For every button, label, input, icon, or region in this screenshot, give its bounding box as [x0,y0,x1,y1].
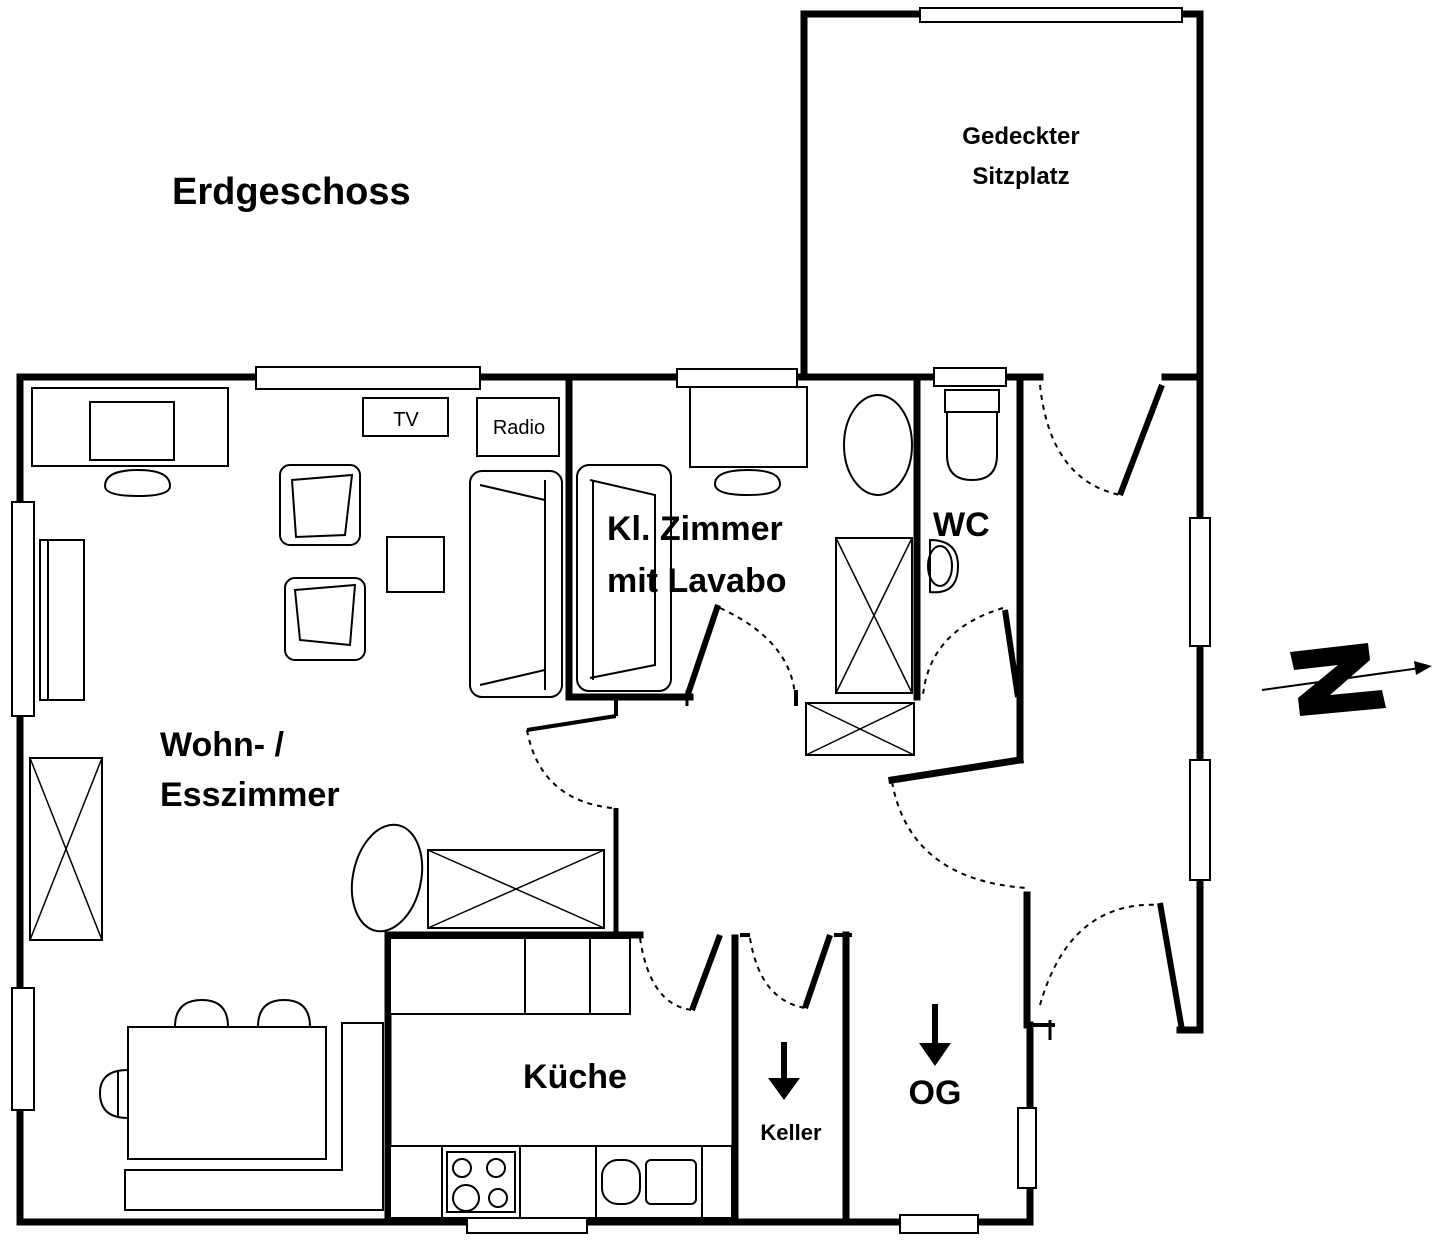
small-desk [689,386,808,468]
doors [526,383,1185,1031]
window-hall-bottom [899,1214,979,1234]
cellar-label: Keller [760,1120,822,1145]
wall-cabinet [39,539,85,701]
stairs: Keller OG [760,1004,961,1145]
og-label: OG [909,1074,962,1112]
wc-furniture: WC [927,389,1000,594]
terrace-label-line2: Sitzplatz [972,163,1069,190]
window-living-left-1 [11,501,35,717]
kitchen-label: Küche [523,1058,627,1096]
armchair-1 [279,464,361,546]
dining-chair-2 [256,998,312,1028]
round-table [350,823,424,933]
burner-3 [452,1184,480,1212]
north-z-symbol [1290,643,1386,716]
side-table [386,536,445,593]
bed [576,464,672,692]
small-room-label-line2: mit Lavabo [607,562,786,600]
dining-chair-3 [98,1068,129,1120]
living-room-label-line1: Wohn- / [160,726,285,764]
small-room-furniture: Kl. Zimmer mit Lavabo [576,386,915,756]
cellar-arrow [768,1078,800,1100]
tv-label: TV [393,409,419,431]
sink-basin-2 [645,1159,697,1205]
living-furniture: TV Radio Wohn- / E [29,387,605,1211]
small-room-label-line1: Kl. Zimmer [607,510,783,548]
monitor [89,401,175,461]
washbasin [843,394,913,496]
north-arrow-head [1414,661,1432,675]
window-wc [933,367,1007,387]
interior-walls [384,373,1055,1226]
window-entry-1 [1189,517,1211,647]
window-small-room [676,368,798,388]
north-marker [1261,643,1432,716]
radio-cabinet [476,397,560,457]
sofa [469,470,563,698]
window-living-left-2 [11,987,35,1111]
radio-label: Radio [493,417,545,439]
burner-4 [488,1188,508,1208]
floor-title: Erdgeschoss [172,171,411,213]
windows [11,366,1211,1234]
toilet-bowl [946,411,998,482]
dining-chair-1 [173,998,230,1028]
window-living-top [255,366,481,390]
small-desk-chair [713,468,782,497]
window-hall-side [1017,1107,1037,1189]
dining-table [127,1026,327,1160]
terrace-window [919,7,1183,23]
desk-chair [103,468,172,498]
sink-basin-1 [601,1159,641,1205]
toilet-tank [944,389,1000,413]
terrace-label-line1: Gedeckter [962,123,1079,150]
kitchen-furniture: Küche [389,937,733,1219]
burner-2 [486,1158,506,1178]
wc-basin [929,538,960,594]
terrace: Gedeckter Sitzplatz [800,7,1204,381]
og-arrow [919,1043,951,1066]
burner-1 [452,1158,472,1178]
tv-cabinet [362,397,449,437]
living-room-label-line2: Esszimmer [160,776,340,814]
corner-bench [124,1022,384,1211]
wc-label: WC [933,506,990,544]
upper-cabinets [389,937,631,1015]
window-entry-2 [1189,759,1211,881]
